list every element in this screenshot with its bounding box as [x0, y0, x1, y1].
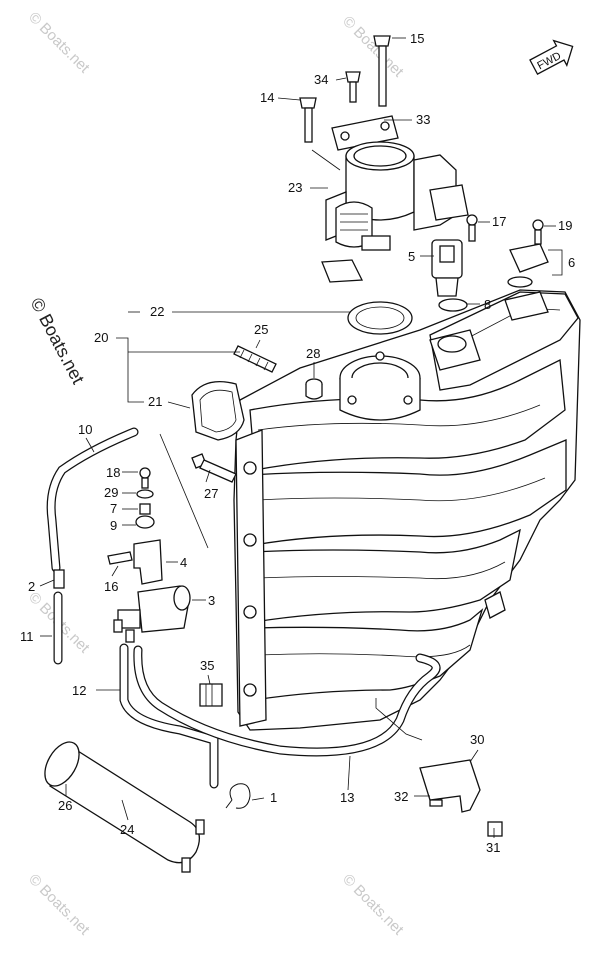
fwd-label: FWD: [535, 50, 563, 72]
fwd-arrow-icon: FWD: [529, 39, 574, 76]
callout-12: 12: [72, 683, 86, 698]
callout-20: 20: [94, 330, 108, 345]
filter-canister: [44, 741, 205, 873]
callout-26: 26: [58, 798, 72, 813]
callout-24: 24: [120, 822, 134, 837]
callout-28: 28: [306, 346, 320, 361]
callout-14: 14: [260, 90, 274, 105]
callout-15: 15: [410, 31, 424, 46]
callout-5: 5: [408, 249, 415, 264]
callout-32: 32: [394, 789, 408, 804]
wire-bracket: [419, 759, 481, 813]
throttle-body: [321, 115, 469, 283]
clamp: [199, 683, 223, 707]
callout-27: 27: [204, 486, 218, 501]
callout-23: 23: [288, 180, 302, 195]
callout-11: 11: [20, 629, 34, 644]
watermark-tile: © Boats.net: [339, 871, 407, 939]
callout-18: 18: [106, 465, 120, 480]
watermark-tile: © Boats.net: [25, 871, 93, 939]
callout-17: 17: [492, 214, 506, 229]
callout-6: 6: [568, 255, 575, 270]
callout-9: 9: [110, 518, 117, 533]
watermark-tile: © Boats.net: [339, 13, 407, 81]
map-sensor: [507, 243, 549, 288]
callout-35: 35: [200, 658, 214, 673]
callout-10: 10: [78, 422, 92, 437]
callout-31: 31: [486, 840, 500, 855]
callout-13: 13: [340, 790, 354, 805]
callout-1: 1: [270, 790, 277, 805]
callout-19: 19: [558, 218, 572, 233]
callout-25: 25: [254, 322, 268, 337]
callout-3: 3: [208, 593, 215, 608]
callout-34: 34: [314, 72, 328, 87]
callout-2: 2: [28, 579, 35, 594]
callout-33: 33: [416, 112, 430, 127]
watermark-tile: © Boats.net: [25, 9, 93, 77]
callout-4: 4: [180, 555, 187, 570]
callout-30: 30: [470, 732, 484, 747]
callout-21: 21: [148, 394, 162, 409]
intake-manifold: [233, 289, 581, 731]
callouts: 1 2 3 4 5 6 7 8 9 10 11 12 13 14 15 16 1…: [20, 31, 575, 855]
leader-lines: [39, 37, 563, 838]
vacuum-switching-valve: [113, 539, 191, 643]
isc-valve: [431, 239, 468, 312]
hose-clamp: [225, 783, 251, 809]
manifold-gasket: [191, 381, 245, 441]
callout-8: 8: [484, 297, 491, 312]
callout-22: 22: [150, 304, 164, 319]
callout-16: 16: [104, 579, 118, 594]
watermark-side: © Boats.net: [26, 294, 88, 387]
callout-7: 7: [110, 501, 117, 516]
callout-29: 29: [104, 485, 118, 500]
hoses: [46, 427, 441, 789]
